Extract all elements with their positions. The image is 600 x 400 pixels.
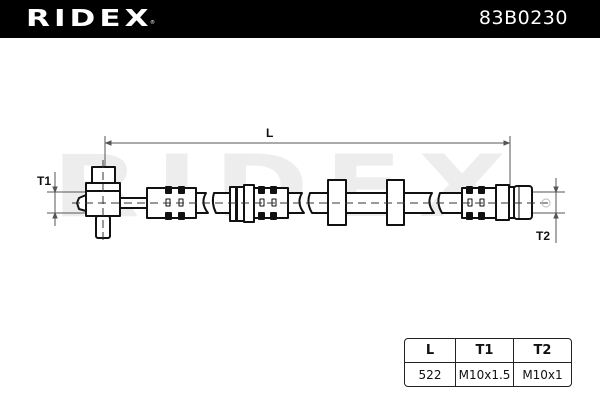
spec-header-thread-2: T2	[513, 339, 571, 363]
spec-table-header-row: L T1 T2	[405, 339, 571, 363]
spec-header-thread-1: T1	[455, 339, 513, 363]
spec-value-thread-1: M10x1.5	[455, 363, 513, 386]
spec-value-thread-2: M10x1	[513, 363, 571, 386]
spec-value-length: 522	[418, 367, 442, 382]
spec-table: L T1 T2 522 M10x1.5 M10x1	[404, 338, 572, 387]
header-bar: RIDEX ® 83B0230	[0, 0, 600, 38]
brake-hose-drawing: RIDEX L T1 T2	[37, 126, 565, 243]
part-number: 83B0230	[478, 7, 568, 29]
center-mark	[541, 198, 551, 208]
spec-header-length: L	[405, 339, 455, 363]
brand-logo: RIDEX	[26, 6, 153, 32]
spec-table-row: 522 M10x1.5 M10x1	[405, 363, 571, 386]
registered-mark: ®	[150, 20, 155, 26]
label-thread-1: T1	[37, 174, 51, 188]
label-thread-2: T2	[536, 229, 550, 243]
label-length: L	[266, 126, 273, 140]
